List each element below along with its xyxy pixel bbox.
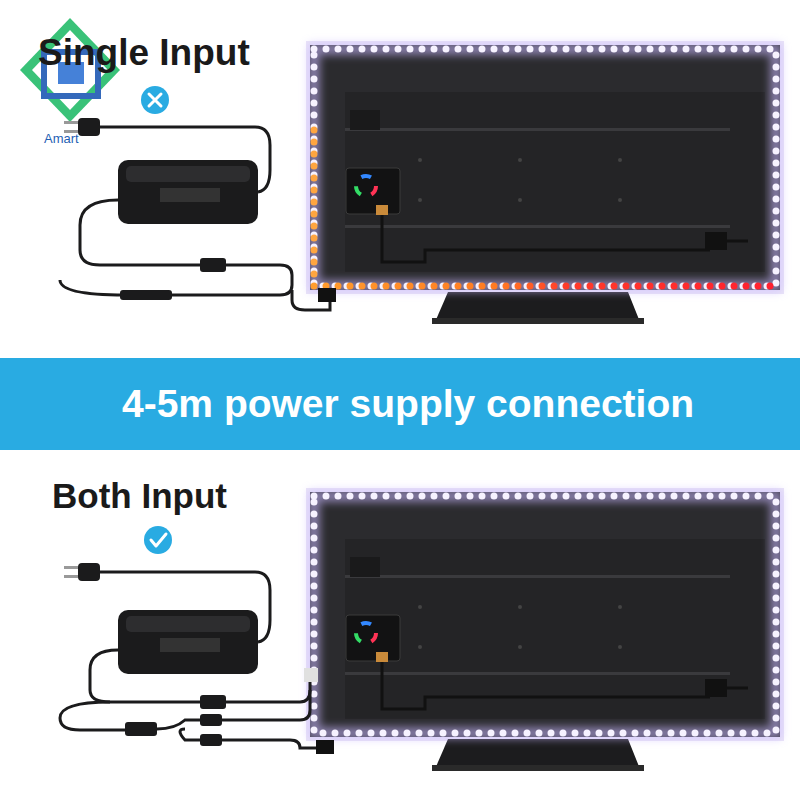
- section-heading: Single Input: [38, 32, 250, 75]
- banner-text: 4-5m power supply connection: [122, 382, 694, 427]
- banner-band: 4-5m power supply connection: [0, 358, 800, 450]
- watermark-text: Amart: [44, 132, 79, 147]
- section-heading: Both Input: [52, 476, 227, 516]
